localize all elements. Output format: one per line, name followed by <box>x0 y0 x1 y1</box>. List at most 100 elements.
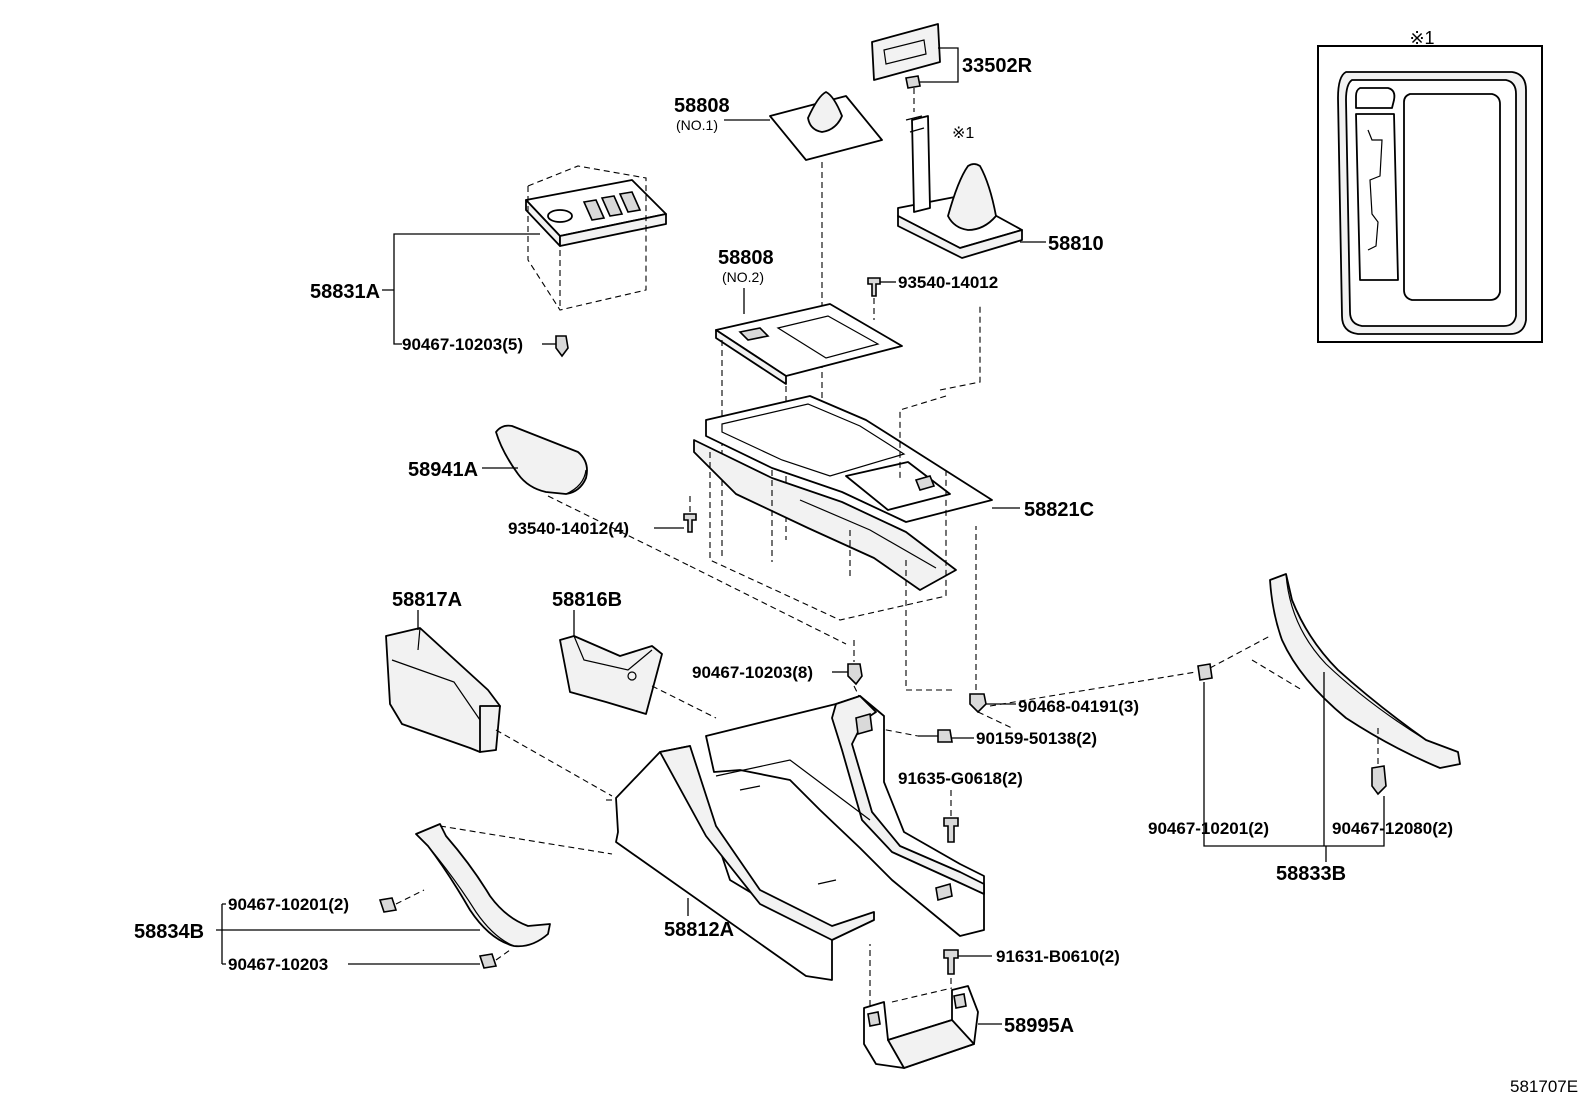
shift-bracket-detail <box>905 115 925 133</box>
part-58833B: 90467-10201(2) 90467-12080(2) 58833B <box>989 573 1461 885</box>
panel-no2-slot <box>738 327 770 341</box>
part-93540-14012-4: 93540-14012(4) <box>508 496 697 538</box>
part-58821C: 58821C <box>693 395 1094 691</box>
guide-58833B <box>989 635 1379 764</box>
left-trim-edge <box>427 845 515 947</box>
guide-58821C <box>709 452 954 691</box>
leader-58831A <box>382 233 540 345</box>
label-90467-10203-8: 90467-10203(8) <box>692 663 813 682</box>
upper-console-edge <box>799 499 937 569</box>
right-trim-edge <box>1285 573 1427 741</box>
screw-90159 <box>937 729 953 743</box>
bolt-93540-4 <box>683 513 697 533</box>
lid-body <box>495 424 588 495</box>
part-58834B: 58834B 90467-10201(2) 90467-10203 <box>134 823 613 974</box>
upper-console-rim <box>721 403 906 477</box>
part-91631-B0610-2: 91631-B0610(2) <box>943 947 1120 975</box>
panel-no2-top <box>715 303 903 377</box>
switch-2 <box>600 195 624 217</box>
switch-1 <box>582 199 606 221</box>
bolt-93540 <box>867 277 881 297</box>
upper-console-tab <box>914 475 936 491</box>
inset-small-opening <box>1355 87 1396 109</box>
clip-90467-10203-left <box>478 953 498 969</box>
lid-edge <box>565 469 587 495</box>
guide-58941A <box>547 495 847 645</box>
label-91635-G0618-2: 91635-G0618(2) <box>898 769 1023 788</box>
inset-gate-plate <box>1355 113 1399 281</box>
part-58817A: 58817A <box>385 589 613 797</box>
part-33502R: 33502R <box>871 23 1033 112</box>
indicator-clip <box>905 75 921 89</box>
guide-90159 <box>875 727 919 737</box>
label-58808-no1-sub: (NO.1) <box>676 117 718 133</box>
shift-boot-58810 <box>947 163 997 231</box>
inset-frame <box>1317 45 1543 343</box>
part-90159-50138-2: 90159-50138(2) <box>875 727 1097 748</box>
guide-58831A <box>527 165 647 311</box>
guide-58816B <box>651 685 717 719</box>
side-pocket-detail <box>391 627 481 721</box>
shift-marker: ※1 <box>952 125 974 142</box>
bracket-floor <box>887 1019 975 1069</box>
guide-90468 <box>975 526 1013 729</box>
clip-90467-10203-8 <box>847 663 863 686</box>
part-58812A: 58812A <box>606 695 985 981</box>
front-pocket-hole <box>627 671 637 681</box>
part-93540-14012: 93540-14012 <box>867 273 998 320</box>
label-58821C: 58821C <box>1024 499 1094 521</box>
panel-no2-opening <box>776 315 880 359</box>
label-91631-B0610-2: 91631-B0610(2) <box>996 947 1120 966</box>
bolt-91631 <box>943 949 959 975</box>
label-58808-no1: 58808 <box>674 95 730 117</box>
part-91635-G0618-2: 91635-G0618(2) <box>898 769 1023 843</box>
part-58808-no1: 58808 (NO.1) <box>674 91 883 412</box>
boot-cone-no1 <box>807 91 843 133</box>
label-58810: 58810 <box>1048 233 1104 255</box>
part-58831A: 58831A 90467-10203(5) <box>310 165 667 358</box>
inset-large-opening <box>1403 93 1501 301</box>
clip-90467-12080 <box>1371 765 1387 796</box>
indicator-plate <box>871 23 941 81</box>
clip-90467-10203-5 <box>555 335 569 358</box>
label-90467-10201-2-right: 90467-10201(2) <box>1148 819 1269 838</box>
console-left-edge <box>659 745 875 941</box>
side-pocket-flange <box>479 705 501 753</box>
part-58995A: 58995A <box>863 944 1074 1069</box>
inset-shift-gate <box>1367 129 1383 251</box>
guide-upper-chain <box>899 304 981 480</box>
shift-base-side <box>897 215 1023 259</box>
upper-console-opening <box>845 461 951 511</box>
leader-33502R <box>920 47 959 83</box>
label-33502R: 33502R <box>962 55 1033 77</box>
label-58831A: 58831A <box>310 281 380 303</box>
part-58816B: 58816B <box>552 589 717 719</box>
label-58995A: 58995A <box>1004 1015 1074 1037</box>
label-90467-12080-2: 90467-12080(2) <box>1332 819 1453 838</box>
switch-knob <box>547 209 573 223</box>
label-90159-50138-2: 90159-50138(2) <box>976 729 1097 748</box>
label-58834B: 58834B <box>134 921 204 943</box>
leader-58833B <box>1203 672 1385 862</box>
left-trim-strip <box>415 823 551 948</box>
part-90468-04191-3: 90468-04191(3) <box>969 526 1139 729</box>
shift-bracket <box>911 115 931 213</box>
label-90468-04191-3: 90468-04191(3) <box>1018 697 1139 716</box>
label-58808-no2-sub: (NO.2) <box>722 269 764 285</box>
label-58817A: 58817A <box>392 589 462 611</box>
clip-90467-10201-right <box>1197 663 1213 681</box>
clip-90468-04191 <box>969 693 987 714</box>
switch-panel-front <box>559 213 667 247</box>
guide-58995A <box>869 944 953 1006</box>
panel-no2-side <box>715 329 787 385</box>
label-58812A: 58812A <box>664 919 734 941</box>
console-bracket-hole <box>935 882 953 902</box>
clip-90467-10201-left <box>378 897 398 913</box>
right-trim-strip <box>1269 573 1461 769</box>
label-93540-14012-4: 93540-14012(4) <box>508 519 629 538</box>
indicator-window <box>883 39 927 65</box>
label-58816B: 58816B <box>552 589 622 611</box>
front-pocket-edge <box>573 635 653 671</box>
